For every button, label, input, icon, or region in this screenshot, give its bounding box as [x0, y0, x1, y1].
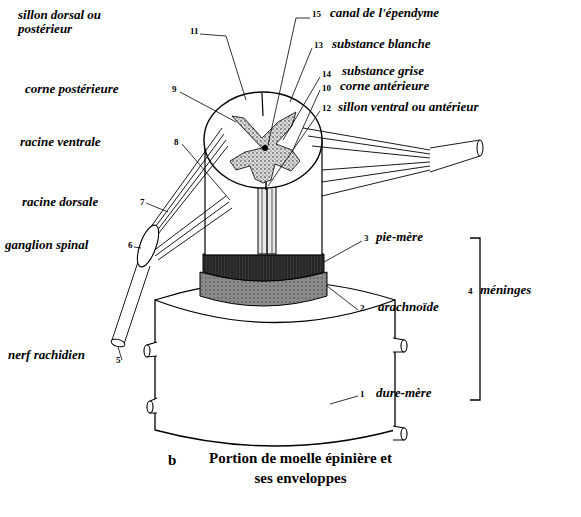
nerve-stub-end [144, 345, 150, 357]
callout-number: 1 [360, 390, 365, 400]
dorsal-sulcus [262, 93, 263, 116]
callout-number: 15 [312, 10, 321, 20]
left-roots [112, 128, 232, 344]
part-label: dure-mère [376, 386, 432, 400]
root-fiber [312, 146, 430, 158]
part-label: corne antérieure [340, 79, 429, 93]
part-label: racine dorsale [22, 195, 98, 209]
part-label: substance grise [342, 64, 424, 78]
nerve-stubs [144, 338, 407, 440]
leader-line [134, 247, 141, 248]
callout-number: 8 [174, 138, 179, 148]
spinal-ganglion [133, 223, 163, 270]
nerve-stub-end [401, 340, 407, 352]
figure-caption: Portion de moelle épinière et ses envelo… [198, 448, 403, 489]
root-fiber [322, 170, 430, 196]
callout-number: 2 [360, 304, 365, 314]
dura-mater [155, 300, 395, 446]
part-label: corne postérieure [25, 82, 119, 96]
nerve-end [110, 338, 125, 348]
callout-number: 6 [128, 241, 133, 251]
pia-mater-band [203, 254, 324, 281]
right-roots [303, 128, 480, 196]
part-label: sillon dorsal ou postérieur [18, 8, 110, 37]
leader-line [200, 34, 246, 100]
callout-number: 10 [322, 84, 331, 94]
part-label: racine ventrale [20, 135, 101, 149]
callout-number: 11 [190, 27, 199, 37]
part-label: ganglion spinal [5, 238, 88, 252]
central-canal [262, 145, 268, 151]
nerve-edge [430, 140, 480, 148]
callout-number: 13 [314, 41, 323, 51]
fissure-line [266, 188, 267, 254]
part-label: nerf rachidien [8, 348, 85, 362]
anterior-fissure [258, 186, 276, 254]
part-label: pie-mère [376, 230, 423, 244]
leader-line [182, 144, 230, 200]
part-label: canal de l'épendyme [330, 6, 439, 20]
part-label: sillon ventral ou antérieur [338, 100, 479, 114]
nerve-edge [430, 156, 480, 172]
callout-number: 12 [322, 104, 331, 114]
fissure-line [272, 188, 273, 254]
callout-number: 9 [172, 85, 177, 95]
meninges-bracket [470, 238, 480, 400]
root-fiber [158, 208, 232, 260]
root-fiber [155, 202, 229, 256]
leader-line [290, 48, 312, 102]
root-fiber [308, 136, 430, 154]
ventral-sulcus [265, 182, 267, 190]
root-fiber [152, 196, 226, 252]
nerve-stub-end [401, 428, 407, 440]
leader-lines [118, 18, 362, 404]
nerve-end [477, 140, 483, 156]
callout-number: 7 [140, 198, 145, 208]
leader-line [330, 396, 358, 404]
callout-number: 5 [116, 356, 121, 366]
leader-line [324, 241, 362, 262]
root-fiber [153, 134, 224, 230]
gray-matter [230, 112, 300, 183]
leader-line [327, 286, 358, 310]
callout-number: 3 [364, 234, 369, 244]
part-label: substance blanche [332, 37, 431, 51]
nerve-stub-end [147, 401, 153, 413]
callout-number: 14 [322, 70, 331, 80]
part-label: méninges [480, 283, 531, 297]
nerve-edge [124, 266, 150, 344]
leader-line [292, 90, 320, 152]
part-label: arachnoïde [378, 300, 439, 314]
fissure-band [258, 186, 276, 254]
leader-line [180, 92, 236, 122]
leader-line [146, 203, 168, 212]
leader-line [268, 111, 320, 186]
cross-section [204, 92, 322, 188]
callout-number: 4 [468, 287, 473, 297]
root-fiber [156, 140, 226, 232]
nerve-edge [112, 262, 138, 340]
fissure-line [262, 188, 263, 254]
figure-letter: b [168, 452, 176, 469]
